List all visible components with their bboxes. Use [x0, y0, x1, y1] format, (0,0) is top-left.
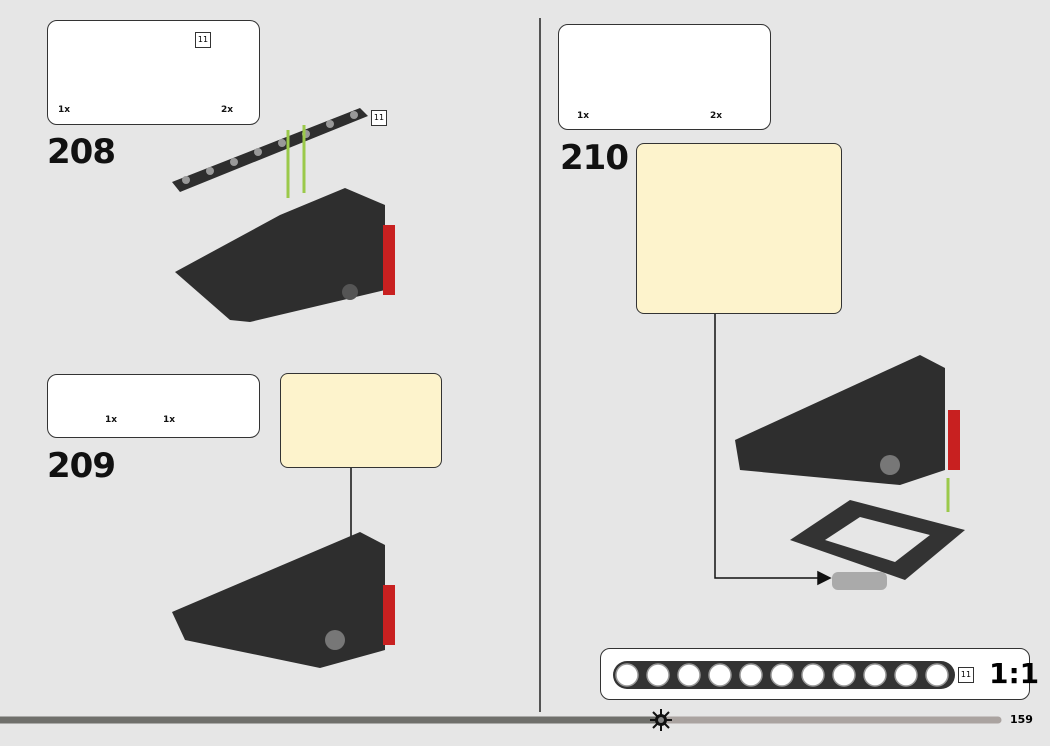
- part-qty: 2x: [710, 111, 723, 121]
- parts-list-210: 1x 2x: [558, 24, 771, 130]
- sun-progress-icon: [650, 709, 672, 731]
- length-badge: 11: [195, 32, 211, 48]
- step-number: 210: [560, 138, 629, 178]
- step-208-assembly: [175, 188, 395, 322]
- part-qty: 1x: [577, 111, 590, 121]
- ruler-box: 11 1:1: [600, 648, 1039, 700]
- step-210-assembly: [735, 355, 965, 590]
- length-badge: 11: [958, 667, 974, 683]
- sub-assembly-callout-209: [280, 373, 442, 468]
- parts-list-208: 1x 2x 11: [47, 20, 260, 125]
- part-qty: 2x: [221, 105, 234, 115]
- step-208-arrows: [286, 125, 306, 198]
- page-number: 159: [1010, 713, 1033, 726]
- part-qty: 1x: [163, 415, 176, 425]
- length-badge: 11: [371, 110, 387, 126]
- step-209-assembly: [172, 532, 395, 668]
- part-qty: 1x: [105, 415, 118, 425]
- sub-assembly-callout-210: [636, 143, 842, 314]
- part-qty: 1x: [58, 105, 71, 115]
- parts-list-209: 1x 1x: [47, 374, 260, 438]
- scale-label: 1:1: [989, 657, 1040, 690]
- step-210-pointer: [714, 314, 832, 586]
- step-number: 209: [47, 446, 116, 486]
- step-number: 208: [47, 132, 116, 172]
- ruler-beam-icon: [613, 661, 955, 689]
